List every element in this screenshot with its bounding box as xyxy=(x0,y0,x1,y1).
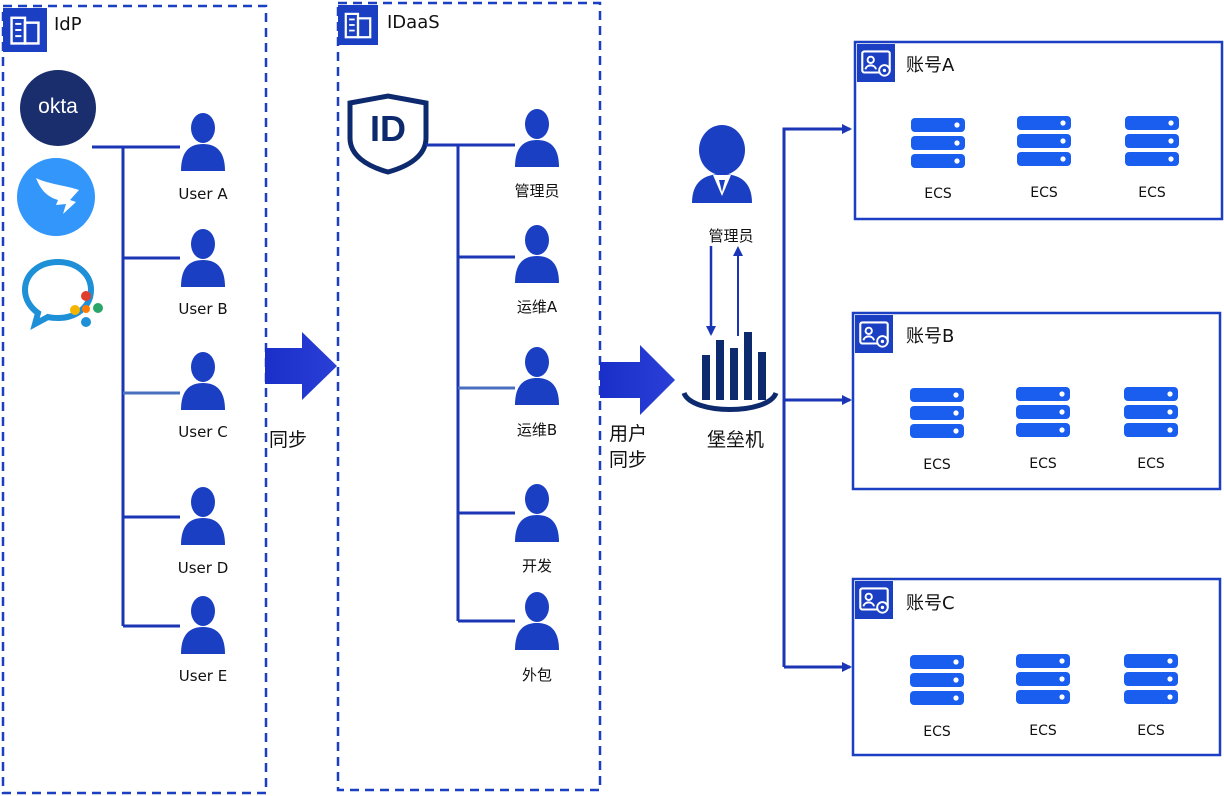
server-icon xyxy=(910,388,964,438)
user-icon xyxy=(515,347,559,405)
user-label: User E xyxy=(178,667,228,685)
id-shield-icon xyxy=(347,93,429,175)
idaas-user-label: 运维A xyxy=(516,298,558,316)
sync-arrow xyxy=(265,332,337,400)
ecs-label: ECS xyxy=(924,186,952,202)
user-icon xyxy=(515,484,559,542)
account-icon xyxy=(857,44,895,82)
building-icon xyxy=(3,8,47,52)
idaas-user-label: 运维B xyxy=(516,421,558,439)
ecs-label: ECS xyxy=(1029,456,1057,472)
account-title: 账号B xyxy=(906,326,955,347)
idaas-user-label: 外包 xyxy=(521,666,552,684)
user-label: User A xyxy=(178,185,228,203)
account-title: 账号C xyxy=(906,593,955,614)
user-label: User B xyxy=(178,300,228,318)
user-sync-arrow xyxy=(600,345,675,415)
user-icon xyxy=(181,487,225,545)
user-icon xyxy=(181,352,225,410)
server-icon xyxy=(1124,387,1178,437)
server-icon xyxy=(910,655,964,705)
bastion-admin-label: 管理员 xyxy=(708,227,754,245)
user-icon xyxy=(515,109,559,167)
sync-label: 同步 xyxy=(269,429,308,451)
ecs-label: ECS xyxy=(1137,456,1165,472)
ecs-label: ECS xyxy=(1029,723,1057,739)
ecs-server-icons xyxy=(910,116,1179,705)
ecs-label: ECS xyxy=(1137,723,1165,739)
ecs-label: ECS xyxy=(923,724,951,740)
ecs-label: ECS xyxy=(1030,185,1058,201)
ecs-label: ECS xyxy=(1138,185,1166,201)
server-icon xyxy=(911,118,965,168)
account-icon xyxy=(855,315,893,353)
idaas-title: IDaaS xyxy=(387,12,440,33)
server-icon xyxy=(1124,654,1178,704)
user-icon xyxy=(515,592,559,650)
okta-logo-text: okta xyxy=(38,95,78,118)
admin-icon xyxy=(692,125,752,203)
idaas-user-label: 管理员 xyxy=(514,182,560,200)
account-icon xyxy=(855,581,893,619)
ecs-label: ECS xyxy=(923,457,951,473)
wecom-icon xyxy=(21,258,103,330)
idp-title: IdP xyxy=(54,14,82,35)
user-icon xyxy=(515,225,559,283)
server-icon xyxy=(1125,116,1179,166)
server-icon xyxy=(1016,654,1070,704)
idaas-tree-lines xyxy=(426,143,515,623)
idaas-icon xyxy=(338,5,378,45)
user-icon xyxy=(181,229,225,287)
id-badge-text: ID xyxy=(370,108,406,149)
bastion-label: 堡垒机 xyxy=(707,429,765,451)
user-sync-label-line1: 用户 xyxy=(609,423,648,445)
user-label: User D xyxy=(177,559,229,577)
server-icon xyxy=(1017,116,1071,166)
user-sync-label-line2: 同步 xyxy=(609,449,648,471)
account-title: 账号A xyxy=(906,55,955,76)
account-box-b xyxy=(851,311,1222,491)
bastion-icon xyxy=(681,332,779,412)
user-label: User C xyxy=(178,423,228,441)
okta-logo xyxy=(20,70,96,146)
idaas-user-label: 开发 xyxy=(521,557,552,575)
account-connectors xyxy=(782,124,852,672)
user-icon xyxy=(181,113,225,171)
account-box-c xyxy=(851,577,1222,757)
idp-tree-lines xyxy=(92,145,180,628)
server-icon xyxy=(1016,387,1070,437)
user-icon xyxy=(181,596,225,654)
dingtalk-icon xyxy=(17,158,95,236)
account-box-a xyxy=(853,40,1224,221)
